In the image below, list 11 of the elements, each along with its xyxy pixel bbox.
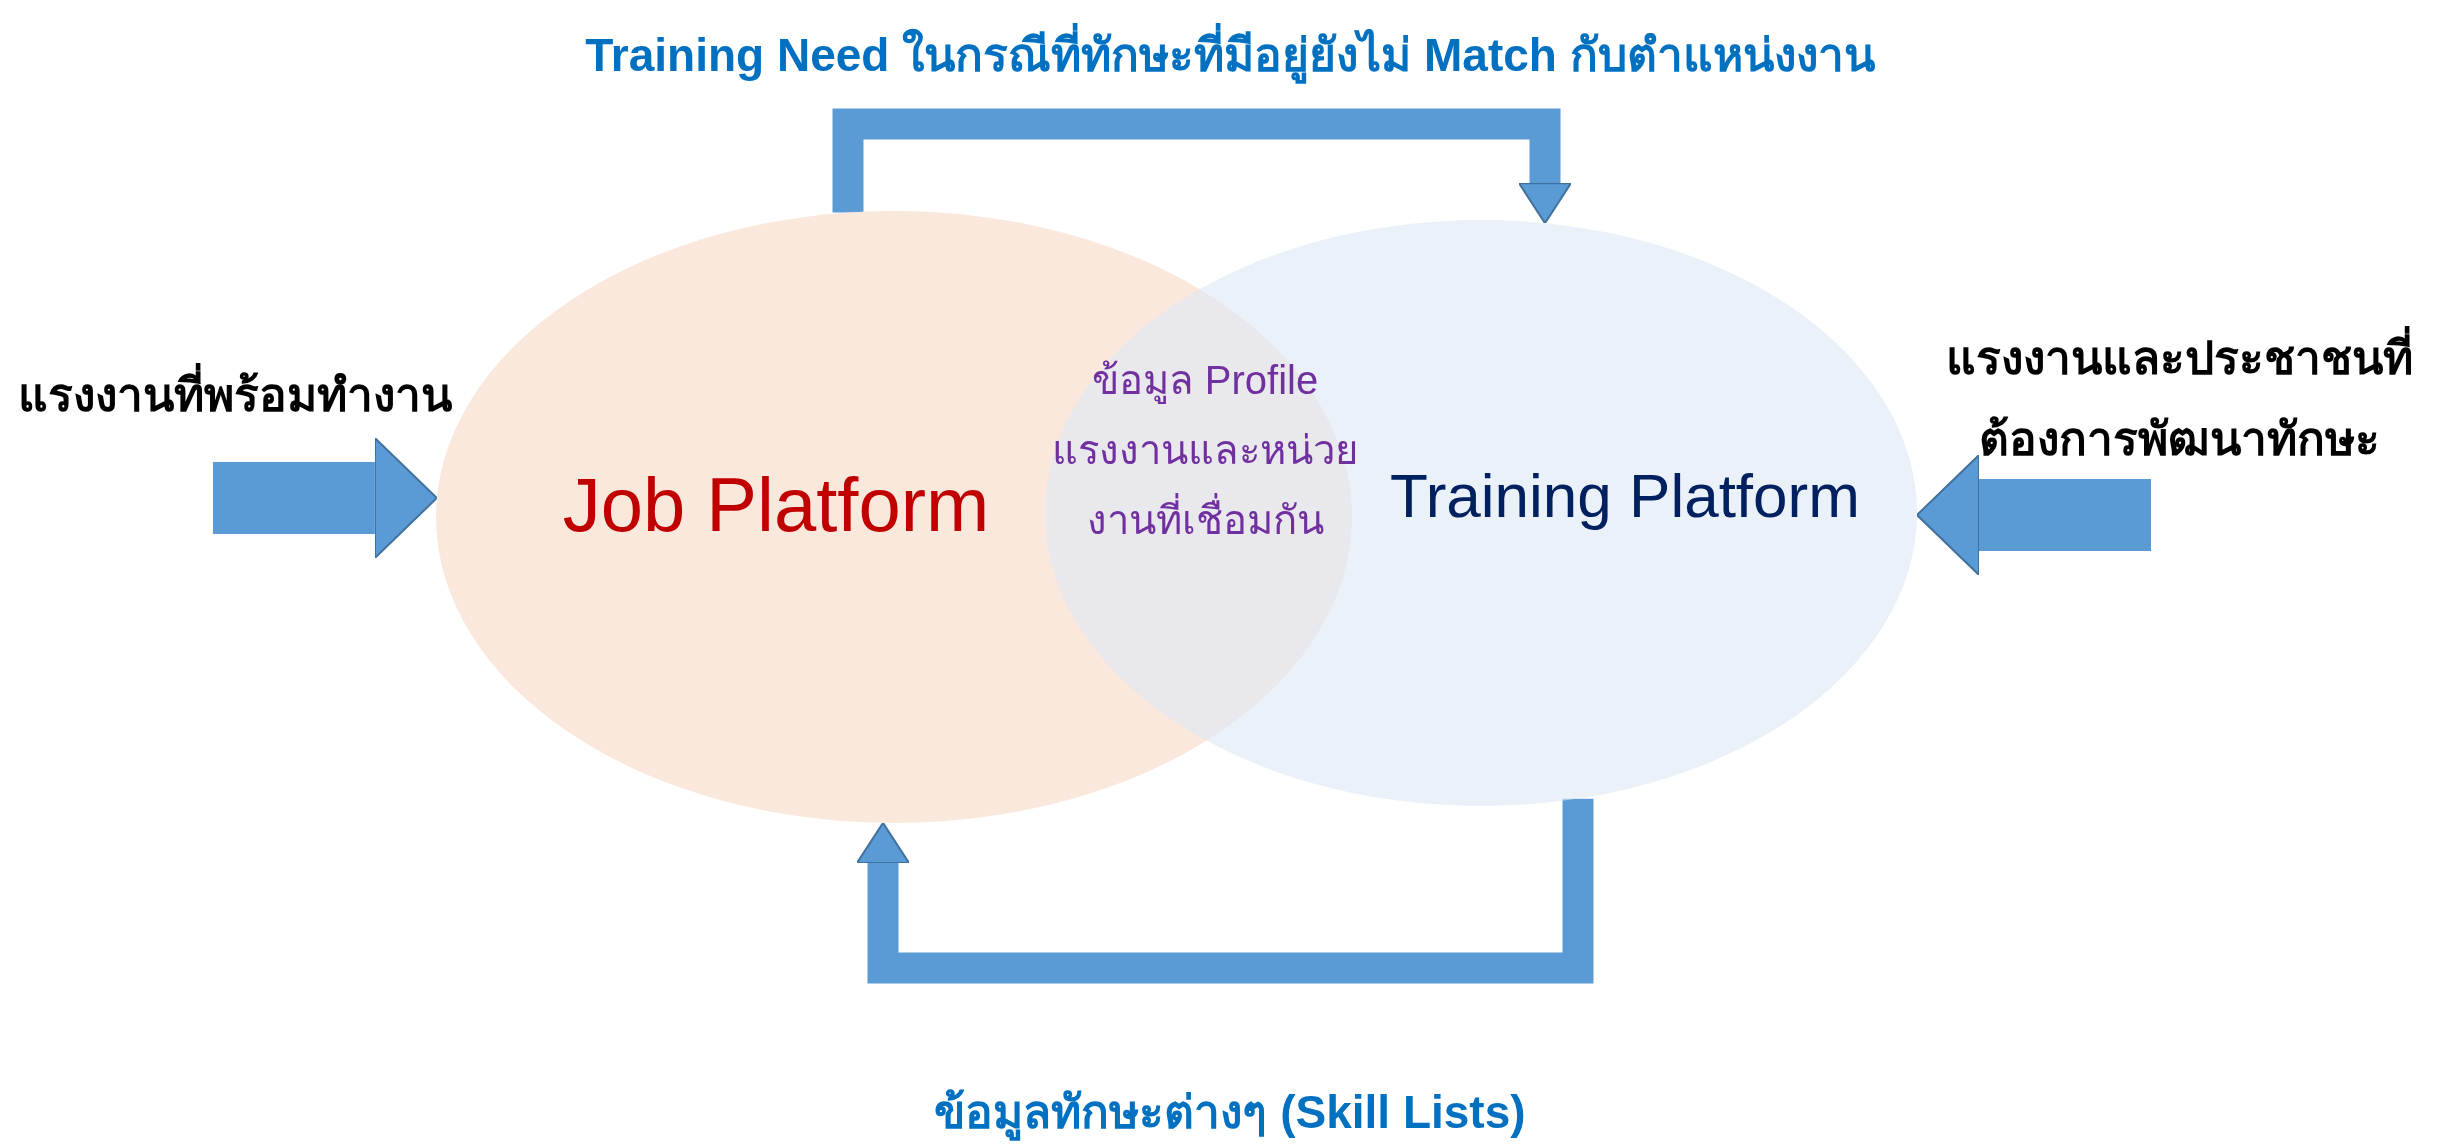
arrow xyxy=(856,798,1594,984)
platform-label: Training Platform xyxy=(1389,460,1861,531)
edge-label: ข้อมูลทักษะต่างๆ (Skill Lists) xyxy=(600,1075,1860,1146)
edge-label: Training Need ในกรณีที่ทักษะที่มีอยู่ยังไม่ Match กับตำแหน่งงาน xyxy=(300,18,2160,91)
platform-label: Job Platform xyxy=(561,461,991,548)
caption-text: แรงงานที่พร้อมทำงาน xyxy=(0,355,470,436)
arrow xyxy=(832,108,1572,225)
caption-text: แรงงานและประชาชนที่ต้องการพัฒนาทักษะ xyxy=(1900,318,2458,479)
arrow xyxy=(213,437,438,559)
arrow xyxy=(1916,454,2151,576)
overlap-text: ข้อมูล Profile แรงงานและหน่วยงานที่เชื่อมกัน xyxy=(1051,357,1359,544)
